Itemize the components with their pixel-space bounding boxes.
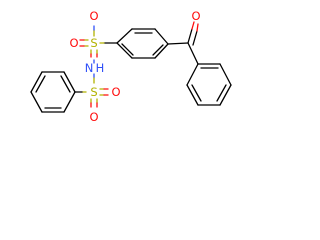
bond-ring-to-carbonyl: [167, 42, 189, 45]
bond-carbonyl-to-phenyl: [187, 42, 199, 65]
bond-ring-c4-c5: [154, 43, 169, 59]
bond-carbonyl-right: [192, 30, 198, 46]
bond-phenyl-l-1: [63, 71, 76, 93]
bond-phenyl-l-inner-1: [60, 75, 71, 93]
bond-phenyl-r-inner-2: [216, 84, 227, 102]
atom-o-top-left: O: [69, 36, 78, 50]
atom-s-top: S: [90, 36, 97, 50]
atom-o-top-up: O: [89, 9, 98, 23]
atom-s-bottom: S: [90, 85, 97, 99]
bond-phenyl-l-6: [63, 91, 76, 113]
bond-carbonyl-left: [187, 28, 193, 44]
bond-phenyl-r-6: [186, 63, 199, 86]
central-benzene-ring: [116, 28, 169, 59]
upper-sulfonyl-group: [79, 25, 118, 58]
bond-phenyl-r-inner-3: [191, 84, 202, 102]
bond-ring-inner-right: [152, 44, 164, 56]
bond-ring-c6-c1: [116, 42, 133, 59]
bond-carbonyl-o-right: [196, 23, 199, 32]
bond-ring-inner-left: [121, 43, 134, 56]
atom-labels: S O O N H S O O O: [69, 9, 200, 124]
left-phenyl-ring: [30, 71, 76, 113]
structure-canvas: S O O N H S O O O: [30, 9, 232, 124]
atom-o-ketone: O: [191, 9, 200, 23]
molecule-diagram: S O O N H S O O O: [0, 0, 268, 137]
bond-phenyl-r-5: [186, 84, 199, 106]
atom-n: N: [85, 61, 94, 75]
bond-phenyl-l-inner-2: [35, 75, 46, 93]
bond-phenyl-l-3: [30, 71, 43, 93]
bond-phenyl-l-4: [30, 91, 43, 113]
atom-o-bottom-right: O: [111, 85, 120, 99]
atom-h: H: [96, 61, 105, 75]
benzoyl-group: [167, 21, 232, 106]
bond-ring-c1-c2: [116, 28, 133, 44]
bond-phenyl-r-2: [219, 63, 232, 86]
bond-carbonyl-o-left: [191, 21, 195, 30]
bond-phenyl-r-3: [219, 84, 232, 106]
atom-o-bottom-down: O: [89, 110, 98, 124]
bond-ring-c3-c4: [154, 28, 169, 45]
lower-sulfonyl-group: [74, 88, 109, 108]
